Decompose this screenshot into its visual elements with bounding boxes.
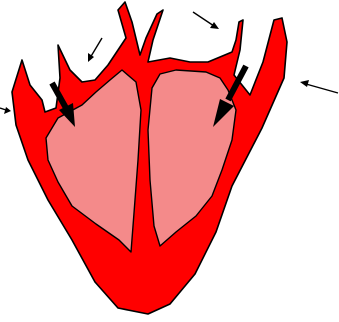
thin-arrow-left xyxy=(88,38,102,62)
thin-arrow-edge-left xyxy=(0,107,11,114)
thin-arrow-top xyxy=(193,12,219,29)
right-chamber xyxy=(148,70,236,246)
thin-arrow-right xyxy=(300,80,338,93)
